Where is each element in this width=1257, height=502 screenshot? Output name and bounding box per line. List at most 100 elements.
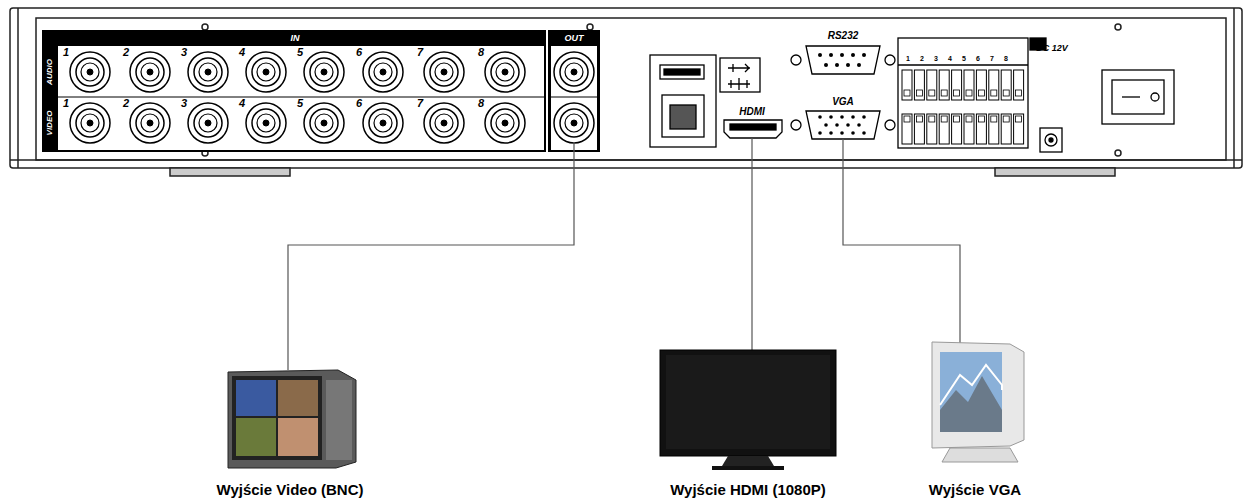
bnc-connector [246, 103, 286, 143]
bnc-connector [188, 52, 228, 92]
pin [829, 131, 833, 135]
pin [840, 53, 844, 57]
bnc-connector [304, 52, 344, 92]
pin [851, 115, 855, 119]
bnc-connector [315, 63, 333, 81]
bnc-connector [430, 58, 458, 86]
channel-number: 3 [181, 98, 187, 109]
terminal [1016, 116, 1022, 122]
terminal [1016, 90, 1022, 96]
bnc-connector [374, 63, 392, 81]
bnc-connector [194, 109, 222, 137]
terminal-number: 6 [976, 55, 980, 62]
terminal [927, 70, 937, 100]
bnc-connector [70, 52, 110, 92]
bnc-connector [496, 114, 514, 132]
terminal [964, 70, 974, 100]
terminal-number: 3 [934, 55, 938, 62]
bnc-connector [435, 114, 453, 132]
pin [846, 63, 850, 67]
terminal-number: 4 [948, 55, 952, 62]
bnc-connector [263, 120, 269, 126]
bnc-connector [374, 114, 392, 132]
bnc-connector [257, 114, 275, 132]
terminal [927, 114, 937, 144]
port-label: HDMI [737, 107, 767, 117]
bnc-connector [485, 52, 525, 92]
terminal [954, 116, 960, 122]
channel-number: 7 [417, 47, 423, 58]
bnc-connector [502, 120, 508, 126]
terminal [991, 90, 997, 96]
bnc-connector [321, 69, 327, 75]
pin [824, 123, 828, 127]
terminal [964, 114, 974, 144]
bnc-connector [81, 63, 99, 81]
channel-number: 2 [123, 47, 129, 58]
pin [857, 63, 861, 67]
bnc-connector [147, 69, 153, 75]
pin [862, 115, 866, 119]
bnc-connector [485, 103, 525, 143]
terminal [976, 114, 986, 144]
terminal [989, 70, 999, 100]
terminal [904, 90, 910, 96]
bnc-connector [194, 58, 222, 86]
bnc-connector [199, 114, 217, 132]
bnc-connector [380, 69, 386, 75]
channel-number: 6 [356, 47, 362, 58]
terminal [902, 70, 912, 100]
bnc-connector [81, 114, 99, 132]
terminal [1003, 116, 1009, 122]
terminal [914, 114, 924, 144]
terminal-number: 7 [990, 55, 994, 62]
terminal [1001, 114, 1011, 144]
bnc-connector [87, 69, 93, 75]
terminal [952, 70, 962, 100]
bnc-connector [435, 63, 453, 81]
bnc-connector [141, 63, 159, 81]
bnc-connector [246, 52, 286, 92]
panel-header: IN [291, 34, 300, 43]
terminal [1003, 90, 1009, 96]
bnc-connector [502, 69, 508, 75]
bnc-connector [315, 114, 333, 132]
bnc-connector [560, 109, 588, 137]
terminal-number: 5 [962, 55, 966, 62]
pin [824, 63, 828, 67]
bnc-connector [263, 69, 269, 75]
terminal [978, 116, 984, 122]
terminal [939, 70, 949, 100]
bnc-connector [363, 103, 403, 143]
bnc-connector [554, 103, 594, 143]
bnc-connector [199, 63, 217, 81]
bnc-connector [252, 58, 280, 86]
terminal [904, 116, 910, 122]
output-caption: Wyjście HDMI (1080P) [670, 482, 826, 497]
pin [862, 53, 866, 57]
bnc-connector [310, 58, 338, 86]
row-label: VIDEO [46, 111, 54, 136]
bnc-connector [369, 58, 397, 86]
bnc-connector [130, 103, 170, 143]
bnc-connector [188, 103, 228, 143]
bnc-connector [491, 109, 519, 137]
terminal [916, 90, 922, 96]
bnc-connector [441, 69, 447, 75]
terminal [978, 90, 984, 96]
bnc-connector [141, 114, 159, 132]
bnc-connector [310, 109, 338, 137]
terminal [916, 116, 922, 122]
panel-header: OUT [563, 34, 586, 43]
port-label: DC 12V [1036, 44, 1068, 53]
bnc-connector [136, 109, 164, 137]
terminal [939, 114, 949, 144]
terminal [966, 116, 972, 122]
bnc-connector [252, 109, 280, 137]
bnc-connector [424, 52, 464, 92]
terminal [952, 114, 962, 144]
bnc-connector [424, 103, 464, 143]
port-label: RS232 [828, 31, 859, 41]
bnc-connector [430, 109, 458, 137]
